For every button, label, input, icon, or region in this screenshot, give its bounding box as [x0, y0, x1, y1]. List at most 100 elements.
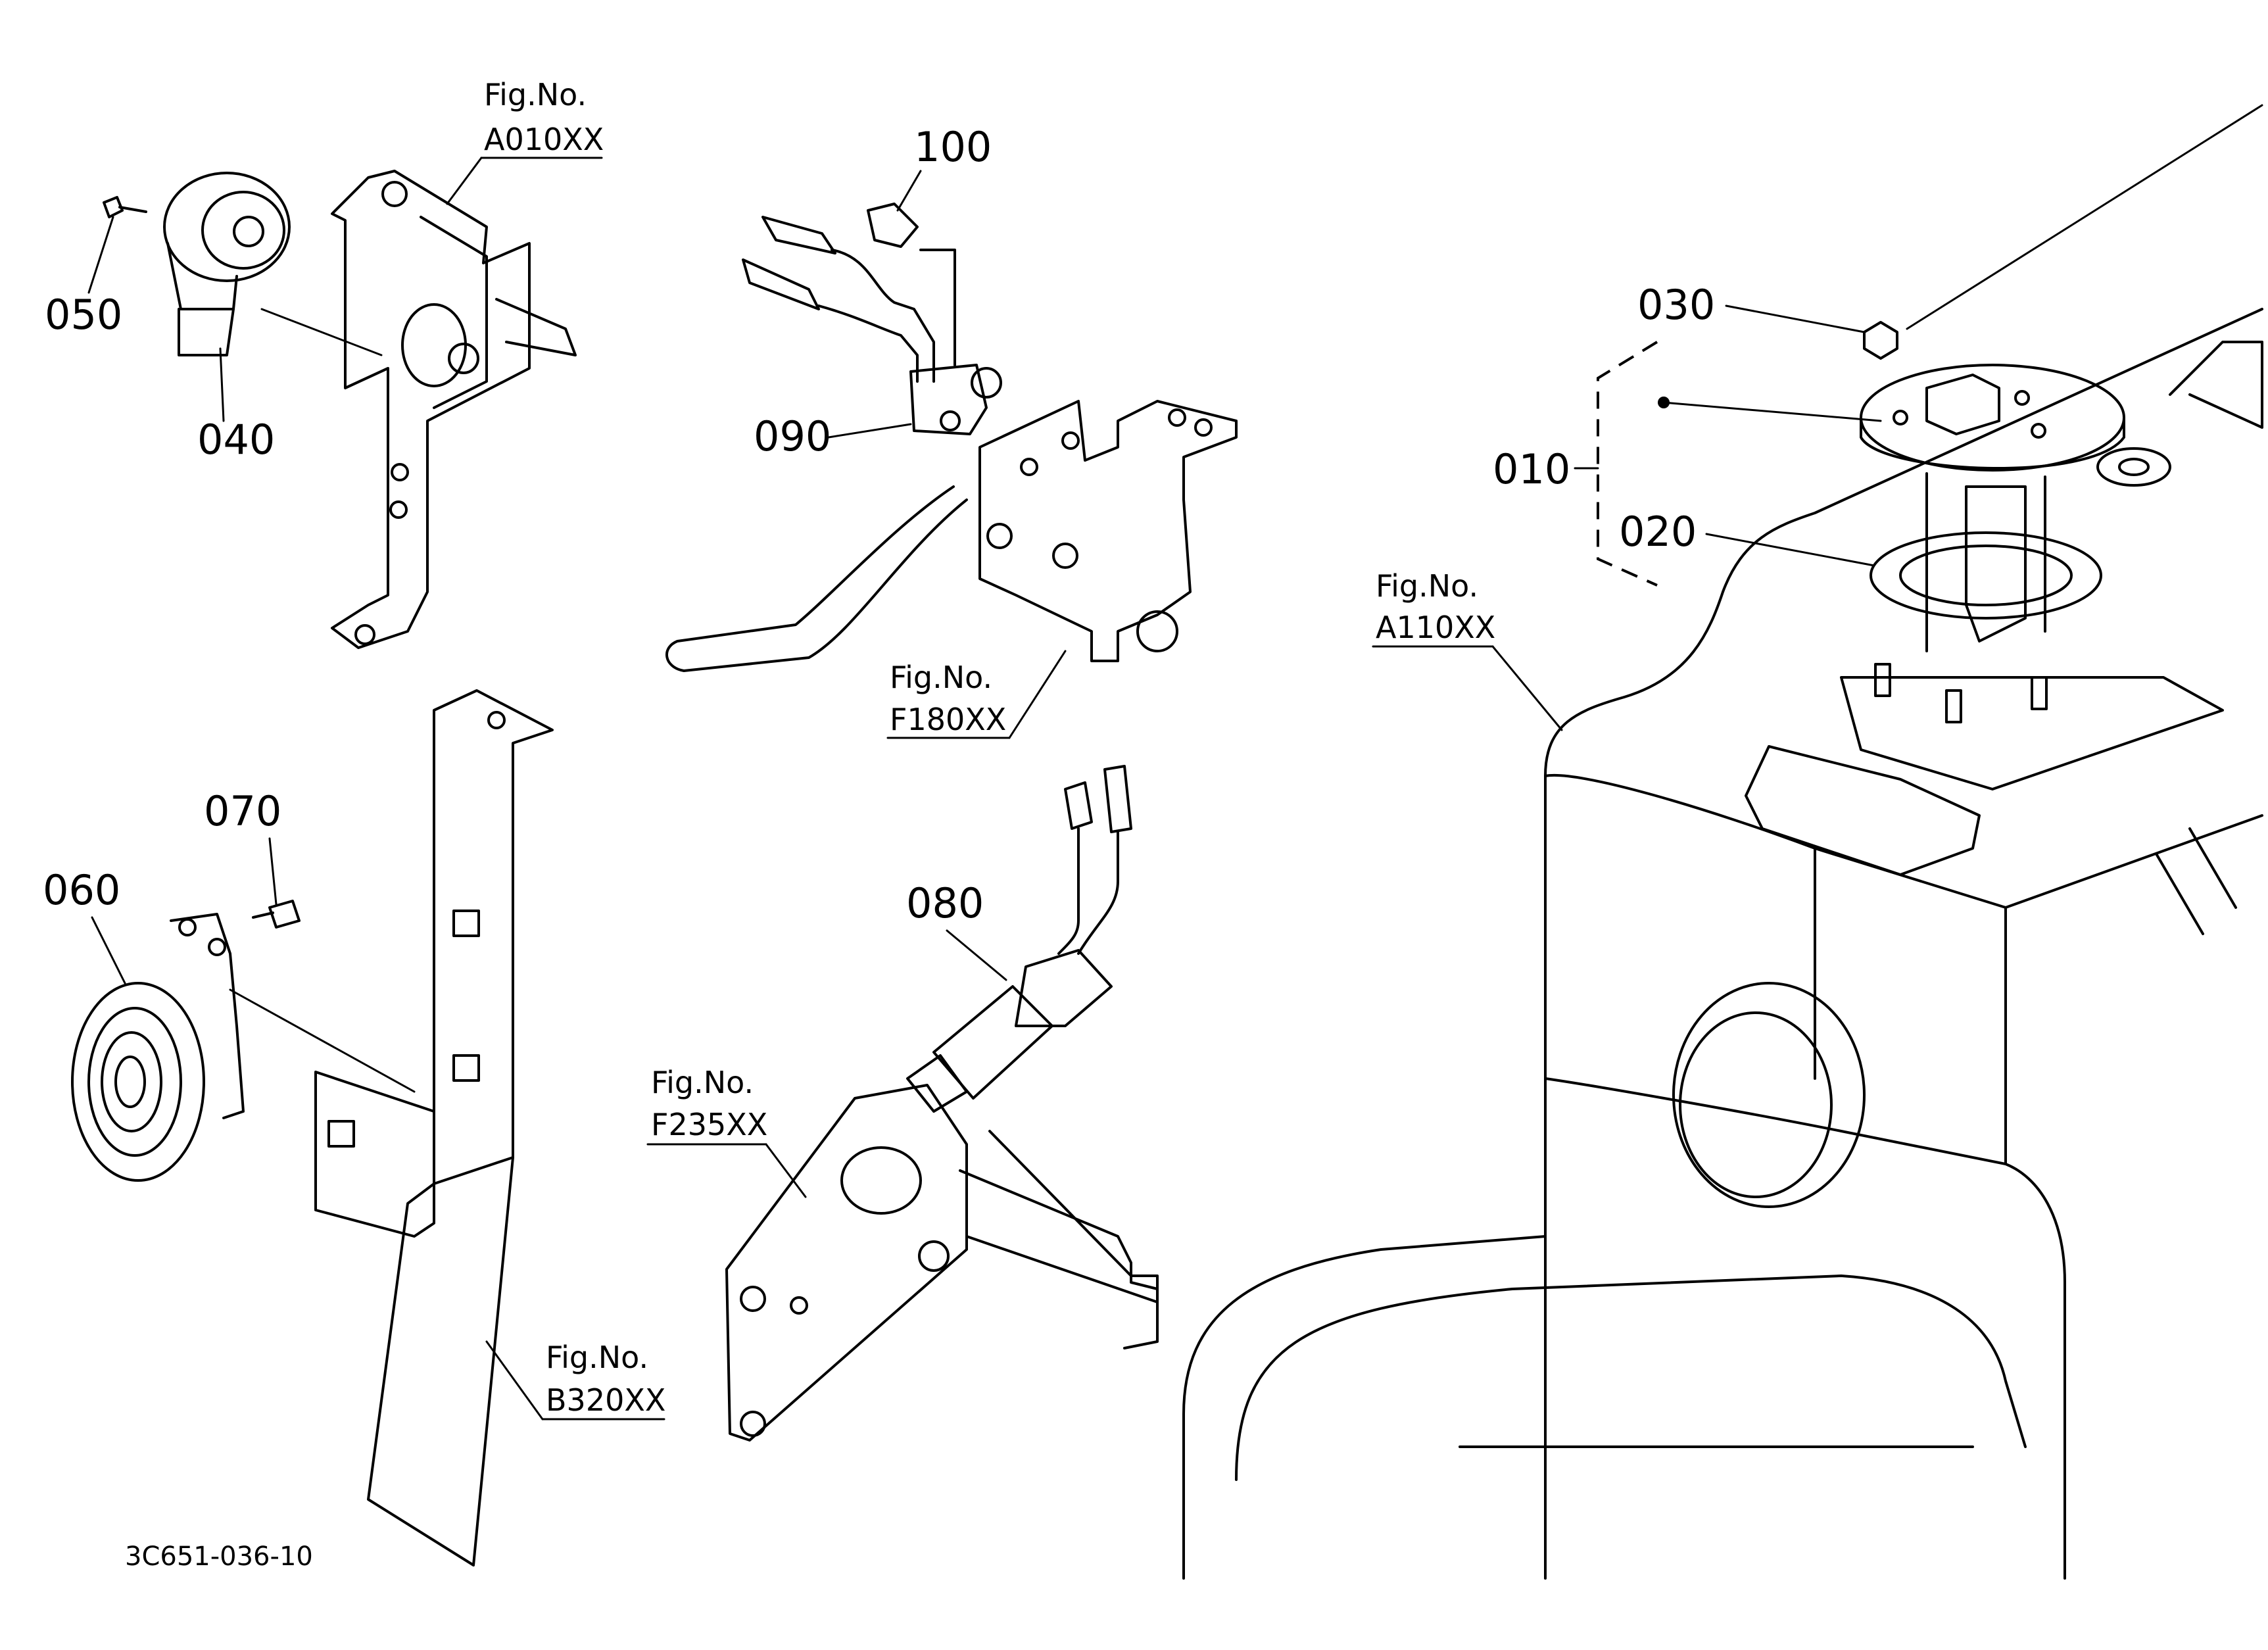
tank-plug	[2096, 447, 2171, 487]
horn-060-center	[114, 1056, 146, 1108]
leader-060	[91, 916, 126, 984]
fuel-sender-010	[1597, 104, 2263, 723]
part-label-060: 060	[43, 866, 120, 914]
horn-mount-hole	[208, 938, 226, 956]
sensor-to-bracket-line	[260, 308, 383, 356]
sensor-040-face	[201, 191, 285, 270]
control-rod	[665, 485, 968, 672]
fig-caption-a110: Fig.No.	[1376, 568, 1478, 604]
screw-050	[103, 196, 124, 218]
leader-040	[219, 347, 225, 422]
sensor-040-flange	[163, 172, 291, 282]
plate-bracket-arm	[959, 1169, 1159, 1303]
part-label-050: 050	[45, 291, 122, 339]
horn-060-mount	[170, 913, 245, 1119]
sender-bolt-hole	[2031, 423, 2046, 439]
horn-assembly-060	[71, 689, 554, 1566]
switch-pin	[1136, 610, 1178, 652]
bracket-hole	[1061, 431, 1080, 450]
stud	[2031, 676, 2048, 710]
sender-bolt-hole	[1893, 410, 1908, 425]
sensor-assembly-040	[103, 170, 577, 649]
bracket-hole	[381, 181, 408, 207]
switch-090	[909, 364, 988, 435]
sender-flange-edge	[1860, 416, 2125, 470]
stud	[1874, 663, 1891, 697]
fuel-tank	[1182, 308, 2263, 1580]
solenoid-wire	[1077, 831, 1119, 955]
fig-code-f235: F235XX	[651, 1107, 767, 1142]
tank-top-feature	[2169, 341, 2263, 429]
fig-caption-a010: Fig.No.	[484, 77, 587, 112]
filler-neck-outer	[1672, 982, 1866, 1208]
plate-hole	[790, 1296, 808, 1315]
screw-070-shank	[252, 911, 274, 919]
leader-100	[896, 170, 922, 212]
wire-terminal	[1064, 781, 1093, 830]
part-label-090: 090	[754, 412, 831, 460]
tank-upper-rim	[1544, 773, 2263, 909]
wire-terminal	[761, 216, 836, 255]
solenoid-080-body	[1015, 949, 1113, 1027]
sensor-040-connector	[166, 242, 238, 310]
bracket-hole	[354, 624, 375, 645]
pump-seat	[1840, 676, 2224, 790]
sender-tube	[1925, 472, 2046, 652]
weld-nut	[327, 1120, 355, 1148]
leader-b320	[485, 1340, 544, 1420]
fig-code-b320: B320XX	[546, 1382, 665, 1418]
bracket-b320-lower	[367, 1156, 514, 1566]
part-label-080: 080	[906, 879, 984, 927]
fig-caption-f180: Fig.No.	[890, 660, 992, 695]
tank-groove	[2156, 827, 2237, 935]
plate-hole	[740, 1411, 766, 1437]
switch-wire	[817, 304, 919, 383]
switch-090-mount	[971, 367, 1002, 399]
tank-lower-left	[1182, 1235, 1547, 1580]
leader-080	[946, 929, 1007, 981]
sensor-040-shaft	[233, 216, 264, 247]
bracket-hole	[487, 711, 506, 729]
bracket-a010	[331, 170, 531, 649]
leader-090	[827, 423, 912, 439]
weld-nut	[452, 1054, 480, 1082]
diagram-id: 3C651-036-10	[125, 1541, 313, 1572]
sender-float-arm	[1965, 485, 2027, 643]
bracket-f180	[978, 400, 1238, 662]
leader-020	[1705, 533, 1875, 567]
screw-070	[268, 900, 301, 929]
bracket-hole	[391, 463, 409, 481]
leader-a110	[1491, 645, 1563, 731]
fig-caption-b320: Fig.No.	[546, 1340, 648, 1375]
switch-090-screw	[940, 410, 961, 431]
screw-050-shank	[118, 206, 147, 213]
horn-bracket-plate	[314, 1071, 435, 1238]
plate-bracket-arm	[988, 1130, 1159, 1349]
solenoid-assembly-080	[725, 765, 1159, 1442]
leader-030	[1725, 304, 1866, 333]
horn-mount-hole	[178, 918, 197, 936]
horn-060-ring	[101, 1031, 162, 1132]
part-label-040: 040	[197, 416, 275, 464]
horn-to-bracket-line	[229, 988, 416, 1093]
assembly-bracket-010	[1597, 341, 1658, 587]
fig-code-a110: A110XX	[1376, 610, 1495, 645]
nut-030-axis-line	[1906, 104, 2263, 330]
solenoid-080-tip	[906, 1054, 968, 1113]
leader-a010	[446, 157, 483, 205]
bracket-a010-flange	[420, 216, 488, 409]
tank-recess	[1745, 745, 1981, 876]
sender-connector	[1925, 374, 2000, 435]
part-label-070: 070	[204, 787, 281, 835]
wire-terminal	[1103, 765, 1132, 833]
sender-bolt-hole	[2014, 390, 2030, 406]
part-label-010: 010	[1493, 445, 1570, 493]
stud	[1945, 689, 1962, 723]
tank-top-edge	[1544, 308, 2263, 777]
nut-030	[1863, 321, 1898, 360]
part-label-100: 100	[914, 123, 992, 171]
bracket-stud	[495, 298, 577, 356]
tank-lower-edge	[1544, 1077, 2066, 1580]
